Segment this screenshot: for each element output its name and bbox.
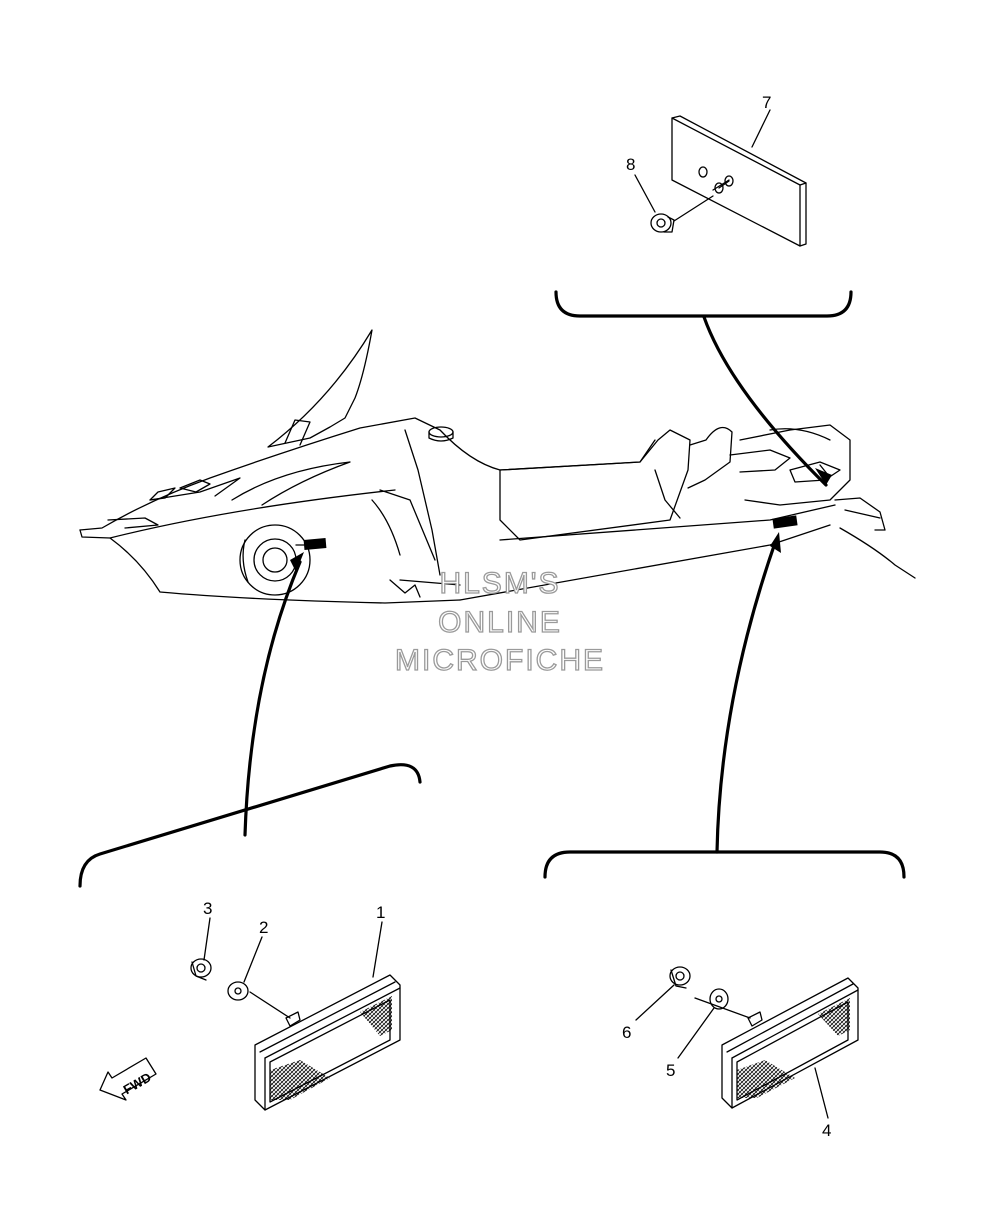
callout-1: 1 <box>376 903 385 922</box>
fwd-label: FWD <box>121 1069 154 1097</box>
reflector-4 <box>694 977 859 1109</box>
callout-3: 3 <box>203 899 212 918</box>
leader-5 <box>677 1007 715 1059</box>
callout-5: 5 <box>666 1061 675 1080</box>
snowmobile-outline <box>79 329 916 604</box>
detail-bracket-top <box>554 290 853 318</box>
nut-8 <box>650 195 714 233</box>
nut-6 <box>669 966 691 989</box>
front-reflector-group: 1 2 3 FWD <box>78 763 422 1111</box>
rear-reflector-group: 4 5 6 <box>543 850 906 1140</box>
leader-6 <box>635 984 675 1021</box>
leader-3 <box>203 917 211 961</box>
rear-plate-group: 7 8 <box>554 93 853 487</box>
leader-1 <box>372 921 383 978</box>
leader-7 <box>751 109 771 148</box>
leader-4 <box>814 1067 829 1119</box>
fwd-arrow-icon: FWD <box>99 1057 157 1101</box>
watermark-line-2: ONLINE <box>438 606 562 639</box>
arrowhead-right <box>770 532 781 553</box>
watermark-line-3: MICROFICHE <box>395 644 605 677</box>
callout-8: 8 <box>626 155 635 174</box>
detail-bracket-left <box>78 763 422 888</box>
pointer-arrow-left <box>243 560 302 837</box>
arrowhead-left <box>290 552 304 572</box>
callout-4: 4 <box>822 1121 831 1140</box>
leader-8 <box>634 174 656 213</box>
pointer-arrow-top <box>702 315 828 487</box>
callout-6: 6 <box>622 1023 631 1042</box>
callout-2: 2 <box>259 918 268 937</box>
leader-2 <box>243 936 263 983</box>
reflector-1 <box>249 974 401 1111</box>
arrowhead-top <box>815 468 832 485</box>
watermark-line-1: HLSM'S <box>439 567 560 600</box>
nut-3 <box>190 958 212 981</box>
detail-bracket-right <box>543 850 906 879</box>
washer-5 <box>709 988 729 1010</box>
pointer-arrow-right <box>715 538 778 854</box>
rear-plate-7 <box>671 115 807 247</box>
callout-7: 7 <box>762 93 771 112</box>
watermark: HLSM'S ONLINE MICROFICHE <box>394 566 605 677</box>
washer-2 <box>227 981 249 1001</box>
